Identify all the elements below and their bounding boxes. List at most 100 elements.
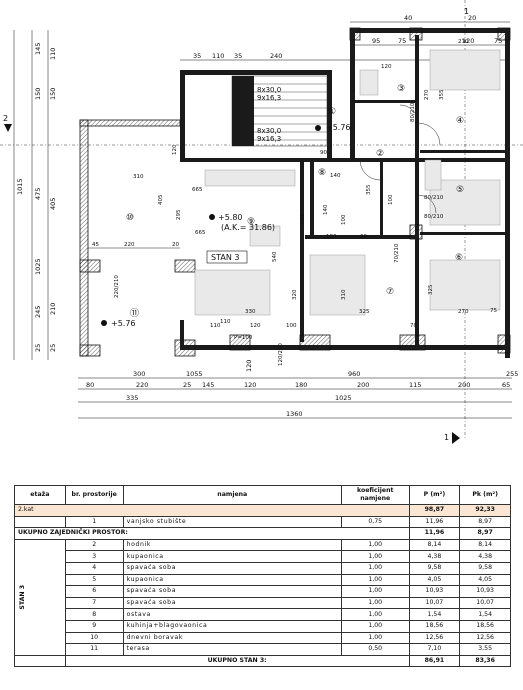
dim-left-11: 25 [34,344,42,352]
dim-left-5: 475 [34,188,42,200]
dim-left-6: 405 [49,198,57,210]
table-row: 3 kupaonica 1,00 4,38 4,38 [15,550,511,563]
dim-b1-4: 255 [506,370,518,378]
dim-total: 1360 [286,410,303,418]
col-header-purpose: namjena [122,485,342,505]
svg-text:310: 310 [341,289,347,300]
room-numbers: ① ② ③ ④ ⑤ ⑥ ⑦ ⑧ ⑨ ⑩ ⑪ [126,84,464,319]
floor-label: 2.kat [14,504,410,517]
svg-text:120/210: 120/210 [278,343,284,366]
elevation-terrace: +5.76 [111,319,136,328]
svg-text:220/210: 220/210 [114,275,120,298]
room-no-1: ① [328,107,336,117]
elevation-target-icon [209,214,215,220]
dim-b2-5: 180 [295,381,307,389]
table-row: STAN 3 2 hodnik 1,00 8,14 8,14 [14,538,511,656]
dim-top-9: 20 [468,14,476,22]
interior-dimensions: 310 665 405 295 45 220 20 665 540 330 32… [92,39,497,366]
dim-b2-2: 25 [183,381,191,389]
dim-b3-1: 1025 [335,394,352,402]
common-total-row: UKUPNO ZAJEDNIČKI PROSTOR: 11,96 8,97 [14,527,511,540]
svg-text:295: 295 [176,209,182,220]
col-header-coefficient: koeficijent namjene [340,485,410,505]
dim-b1-2: 120 [245,360,253,372]
svg-text:80/210: 80/210 [424,195,444,201]
furniture [194,49,501,316]
section-line-2: 2 [0,114,523,146]
svg-text:665: 665 [192,187,203,193]
unit-total-row: UKUPNO STAN 3: 86,91 83,36 [14,654,511,668]
stair-spec-2: 8x30,0 [257,127,281,135]
table-row: 9 kuhinja+blagovaonica 1,00 18,56 18,56 [15,619,511,633]
floor-plan-drawing: 35 110 35 240 95 75 120 75 40 20 145 110… [0,0,523,444]
dim-b2-7: 115 [409,381,421,389]
svg-text:325: 325 [428,284,434,295]
svg-text:325: 325 [359,309,370,315]
svg-text:270: 270 [458,309,469,315]
svg-text:100: 100 [341,214,347,225]
svg-text:405: 405 [158,194,164,205]
dim-left-8: 210 [49,303,57,315]
svg-text:70/210: 70/210 [394,243,400,263]
svg-text:355: 355 [366,184,372,195]
svg-text:355: 355 [439,89,445,100]
dim-left-4: 1015 [16,178,24,195]
elevation-target-icon [315,125,321,131]
unit-label: STAN 3 [211,253,239,262]
table-row: 7 spavaća soba 1,00 10,07 10,07 [15,596,511,610]
dim-b2-9: 65 [502,381,510,389]
walls [180,28,510,358]
svg-text:120: 120 [381,64,392,70]
dim-b2-1: 220 [136,381,148,389]
dim-top-3: 240 [270,52,282,60]
area-table-header: etaža br. prostorije namjena koeficijent… [14,485,511,505]
room-no-9: ⑨ [247,217,255,227]
table-row: 11 terasa 0,50 7,10 3,55 [15,643,511,656]
dim-top-7: 75 [494,37,502,45]
room-no-8: ⑧ [318,168,326,178]
svg-text:120: 120 [172,144,178,155]
svg-text:80/210: 80/210 [410,102,416,122]
dim-top-0: 35 [193,52,201,60]
elevation-main: +5.76 [326,123,351,132]
elevation-markers: +5.76 +5.80 (A.K.= 31.86) +5.76 [101,123,351,328]
table-row: 10 dnevni boravak 1,00 12,56 12,56 [15,631,511,645]
svg-text:665: 665 [195,230,206,236]
dim-b2-8: 200 [458,381,470,389]
dim-left-10: 25 [49,344,57,352]
dim-b3-0: 335 [126,394,138,402]
dim-b2-0: 80 [86,381,94,389]
dim-top-8: 40 [404,14,412,22]
table-row: 5 kupaonica 1,00 4,05 4,05 [15,573,511,587]
floor-row: 2.kat 98,87 92,33 [14,504,511,517]
dim-b2-3: 145 [202,381,214,389]
dim-b2-6: 200 [357,381,369,389]
svg-text:110: 110 [210,323,221,329]
svg-text:70: 70 [410,323,417,329]
elevation-target-icon [101,320,107,326]
svg-text:140: 140 [330,173,341,179]
svg-text:90: 90 [320,150,327,156]
svg-text:540: 540 [272,251,278,262]
col-header-room-no: br. prostorije [64,485,124,505]
stair-spec-1: 9x16,3 [257,94,281,102]
table-row: 6 spavaća soba 1,00 10,93 10,93 [15,585,511,598]
dim-b2-4: 120 [244,381,256,389]
table-row: 8 ostava 1,00 1,54 1,54 [15,608,511,621]
floor-area-calc: 92,33 [459,504,511,517]
stair-spec-0: 8x30,0 [257,86,281,94]
svg-text:270: 270 [424,89,430,100]
svg-text:180: 180 [326,234,337,240]
room-no-7: ⑦ [386,287,394,297]
dim-top-2: 35 [234,52,242,60]
svg-text:330: 330 [245,309,256,315]
room-no-3: ③ [397,84,405,94]
svg-text:270: 270 [458,39,469,45]
svg-text:20: 20 [172,242,179,248]
floor-area: 98,87 [408,504,461,517]
svg-text:120: 120 [250,323,261,329]
room-no-2: ② [376,149,384,159]
svg-text:140: 140 [323,204,329,215]
svg-text:320: 320 [292,289,298,300]
section-mark-2a: 2 [3,114,8,123]
